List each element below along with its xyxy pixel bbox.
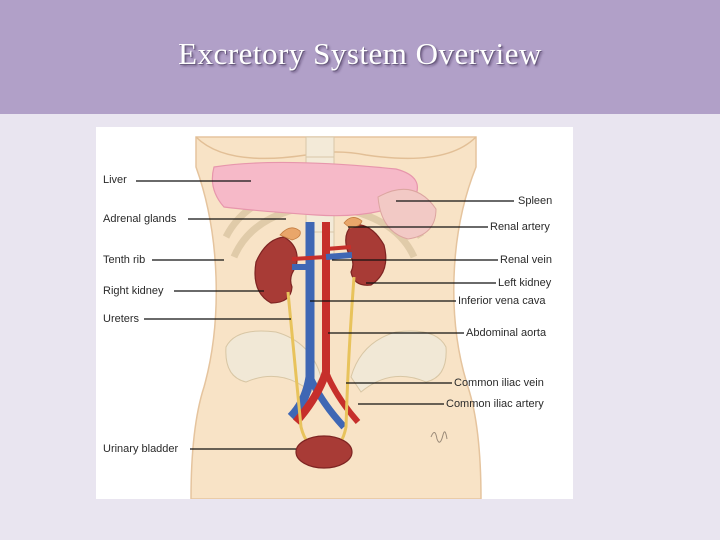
anatomy-illustration <box>136 136 514 499</box>
label-common-iliac-artery: Common iliac artery <box>446 398 544 410</box>
label-adrenal-glands: Adrenal glands <box>103 213 177 225</box>
label-spleen: Spleen <box>518 195 553 207</box>
label-renal-artery: Renal artery <box>490 221 550 233</box>
title-bar: Excretory System Overview <box>0 0 720 114</box>
label-left-kidney: Left kidney <box>498 277 552 289</box>
label-tenth-rib: Tenth rib <box>103 254 146 266</box>
label-common-iliac-vein: Common iliac vein <box>454 377 544 389</box>
label-renal-vein: Renal vein <box>500 254 552 266</box>
label-liver: Liver <box>103 174 127 186</box>
label-ureters: Ureters <box>103 313 140 325</box>
slide-title: Excretory System Overview <box>178 36 542 71</box>
anatomy-figure: Liver Adrenal glands Tenth rib Right kid… <box>96 127 573 499</box>
label-abdominal-aorta: Abdominal aorta <box>466 327 547 339</box>
label-urinary-bladder: Urinary bladder <box>103 443 179 455</box>
label-right-kidney: Right kidney <box>103 285 164 297</box>
label-inferior-vena-cava: Inferior vena cava <box>458 295 546 307</box>
